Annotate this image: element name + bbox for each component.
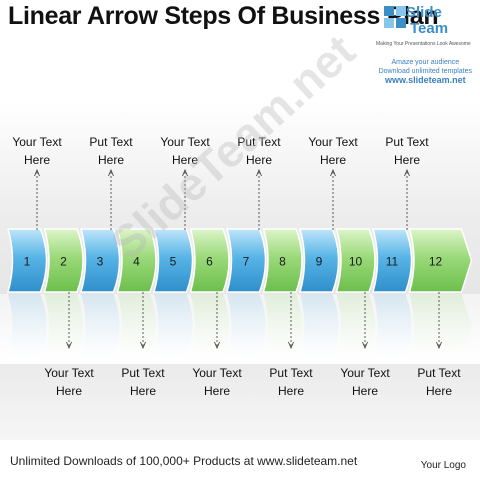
top-label-2-line1: Put Text	[89, 135, 133, 149]
top-arrowhead-1	[34, 168, 40, 177]
step-segment-6	[189, 228, 230, 293]
bottom-label-3-line1: Your Text	[192, 366, 242, 380]
step-segment-9	[299, 228, 340, 293]
top-label-1-line2: Here	[23, 153, 50, 167]
bottom-arrowhead-5	[362, 341, 368, 350]
step-number-7: 7	[243, 255, 250, 269]
promo-line-2: Download unlimited templates	[378, 68, 472, 75]
promo-line-1: Amaze your audience	[391, 59, 460, 66]
step-number-11: 11	[386, 255, 399, 269]
bottom-label-2-line1: Put Text	[121, 366, 165, 380]
step-arrows: 12 11 10 9 8 7 6 5 4 3 2 1	[7, 228, 473, 293]
step-number-3: 3	[97, 255, 104, 269]
top-arrowhead-5	[330, 168, 336, 177]
top-label-1-line1: Your Text	[12, 135, 62, 149]
step-segment-2	[43, 228, 84, 293]
step-segment-4	[116, 228, 157, 293]
top-label-3-line2: Here	[171, 153, 198, 167]
logo-team-text: Team	[410, 20, 449, 37]
step-segment-10	[335, 228, 376, 293]
top-arrowhead-2	[108, 168, 114, 177]
bottom-arrowhead-1	[66, 341, 72, 350]
bottom-label-4-line1: Put Text	[269, 366, 313, 380]
top-label-4-line2: Here	[245, 153, 272, 167]
step-segment-7	[226, 228, 267, 293]
top-arrowhead-6	[404, 168, 410, 177]
top-label-6-line1: Put Text	[385, 135, 429, 149]
top-arrowhead-3	[182, 168, 188, 177]
footer-text: Unlimited Downloads of 100,000+ Products…	[10, 454, 358, 468]
bottom-arrowhead-4	[288, 341, 294, 350]
top-arrowhead-4	[256, 168, 262, 177]
step-number-12: 12	[429, 255, 443, 269]
step-segment-8	[262, 228, 303, 293]
bottom-label-4-line2: Here	[277, 384, 304, 398]
promo-block: Amaze your audience Download unlimited t…	[379, 58, 472, 85]
top-label-4-line1: Put Text	[237, 135, 281, 149]
logo-tagline: Making Your Presentations Look Awesome	[376, 41, 471, 47]
bottom-label-2-line2: Here	[129, 384, 156, 398]
step-segment-3	[80, 228, 121, 293]
step-number-6: 6	[206, 255, 213, 269]
bottom-arrowhead-3	[214, 341, 220, 350]
bottom-arrowhead-2	[140, 341, 146, 350]
step-segment-11	[372, 228, 413, 293]
your-logo-placeholder: Your Logo	[420, 460, 466, 471]
page-title: Linear Arrow Steps Of Business Plan	[8, 2, 439, 30]
step-number-5: 5	[170, 255, 177, 269]
connector-lines	[34, 168, 442, 350]
bottom-label-5-line2: Here	[351, 384, 378, 398]
bottom-label-6-line2: Here	[425, 384, 452, 398]
top-label-2-line2: Here	[97, 153, 124, 167]
step-number-9: 9	[316, 255, 323, 269]
bottom-label-6-line1: Put Text	[417, 366, 461, 380]
arrow-reflection	[0, 294, 480, 364]
step-segment-5	[153, 228, 194, 293]
top-label-5-line2: Here	[319, 153, 346, 167]
top-label-6-line2: Here	[393, 153, 420, 167]
step-number-10: 10	[349, 255, 363, 269]
top-label-3-line1: Your Text	[160, 135, 210, 149]
promo-url[interactable]: www.slideteam.net	[384, 75, 466, 85]
logo-slide-text: Slide	[406, 4, 442, 21]
step-number-1: 1	[24, 255, 31, 269]
step-number-2: 2	[60, 255, 67, 269]
bottom-label-1-line2: Here	[55, 384, 82, 398]
bottom-label-1-line1: Your Text	[44, 366, 94, 380]
step-number-8: 8	[279, 255, 286, 269]
top-label-5-line1: Your Text	[308, 135, 358, 149]
step-segment-1	[7, 228, 48, 293]
bottom-label-3-line2: Here	[203, 384, 230, 398]
reflection-fade	[0, 294, 480, 364]
bottom-arrowhead-6	[436, 341, 442, 350]
step-segment-12	[408, 228, 473, 293]
step-number-4: 4	[133, 255, 140, 269]
logo-mark-icon	[384, 6, 406, 28]
bottom-label-5-line1: Your Text	[340, 366, 390, 380]
